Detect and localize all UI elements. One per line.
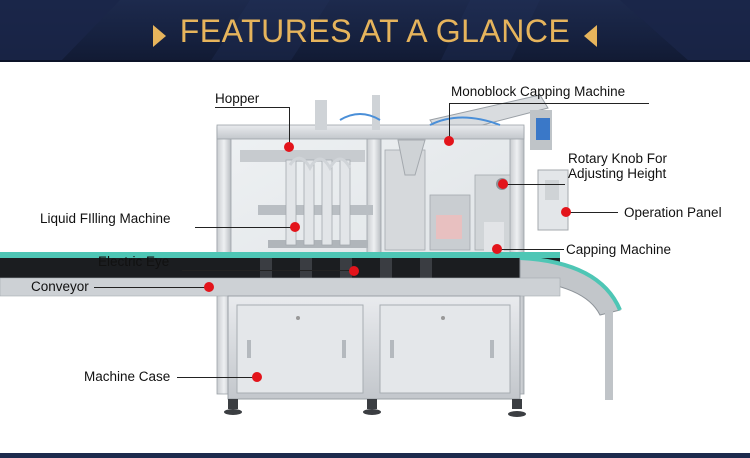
callout-line-machine-case xyxy=(177,377,257,378)
right-arrow-icon xyxy=(584,24,598,47)
marker-operation-panel xyxy=(561,207,571,217)
callout-line-capping-machine xyxy=(498,249,564,250)
marker-monoblock xyxy=(444,136,454,146)
callout-line-conveyor xyxy=(94,287,209,288)
marker-rotary-knob xyxy=(498,179,508,189)
label-electric-eye: Electric Eye xyxy=(98,254,170,269)
marker-capping-machine xyxy=(492,244,502,254)
label-operation-panel: Operation Panel xyxy=(624,205,722,220)
callout-line-monoblock xyxy=(449,103,649,104)
marker-conveyor xyxy=(204,282,214,292)
filling-capping-machine-illustration xyxy=(0,94,622,417)
header-banner: FEATURES AT A GLANCE xyxy=(0,0,750,62)
label-liquid-filling: Liquid FIlling Machine xyxy=(40,211,171,226)
callout-line-hopper-v xyxy=(289,107,290,147)
label-hopper: Hopper xyxy=(215,91,260,106)
callout-line-rotary-knob xyxy=(503,184,565,185)
marker-hopper xyxy=(284,142,294,152)
banner-background-pattern xyxy=(0,0,750,62)
marker-liquid-filling xyxy=(290,222,300,232)
title-row: FEATURES AT A GLANCE xyxy=(0,9,750,53)
left-arrow-icon xyxy=(152,24,166,47)
page-title: FEATURES AT A GLANCE xyxy=(179,13,571,49)
label-conveyor: Conveyor xyxy=(31,279,89,294)
callout-line-operation-panel xyxy=(566,212,618,213)
marker-electric-eye xyxy=(349,266,359,276)
footer-bar xyxy=(0,453,750,458)
callout-line-electric-eye xyxy=(182,270,354,271)
callout-line-monoblock-v xyxy=(449,103,450,141)
label-capping-machine: Capping Machine xyxy=(566,242,672,257)
label-rotary-knob: Rotary Knob For Adjusting Height xyxy=(568,151,668,181)
callout-line-hopper xyxy=(215,107,290,108)
label-monoblock: Monoblock Capping Machine xyxy=(451,84,626,99)
label-machine-case: Machine Case xyxy=(84,369,171,384)
callout-line-liquid-filling xyxy=(195,227,295,228)
marker-machine-case xyxy=(252,372,262,382)
